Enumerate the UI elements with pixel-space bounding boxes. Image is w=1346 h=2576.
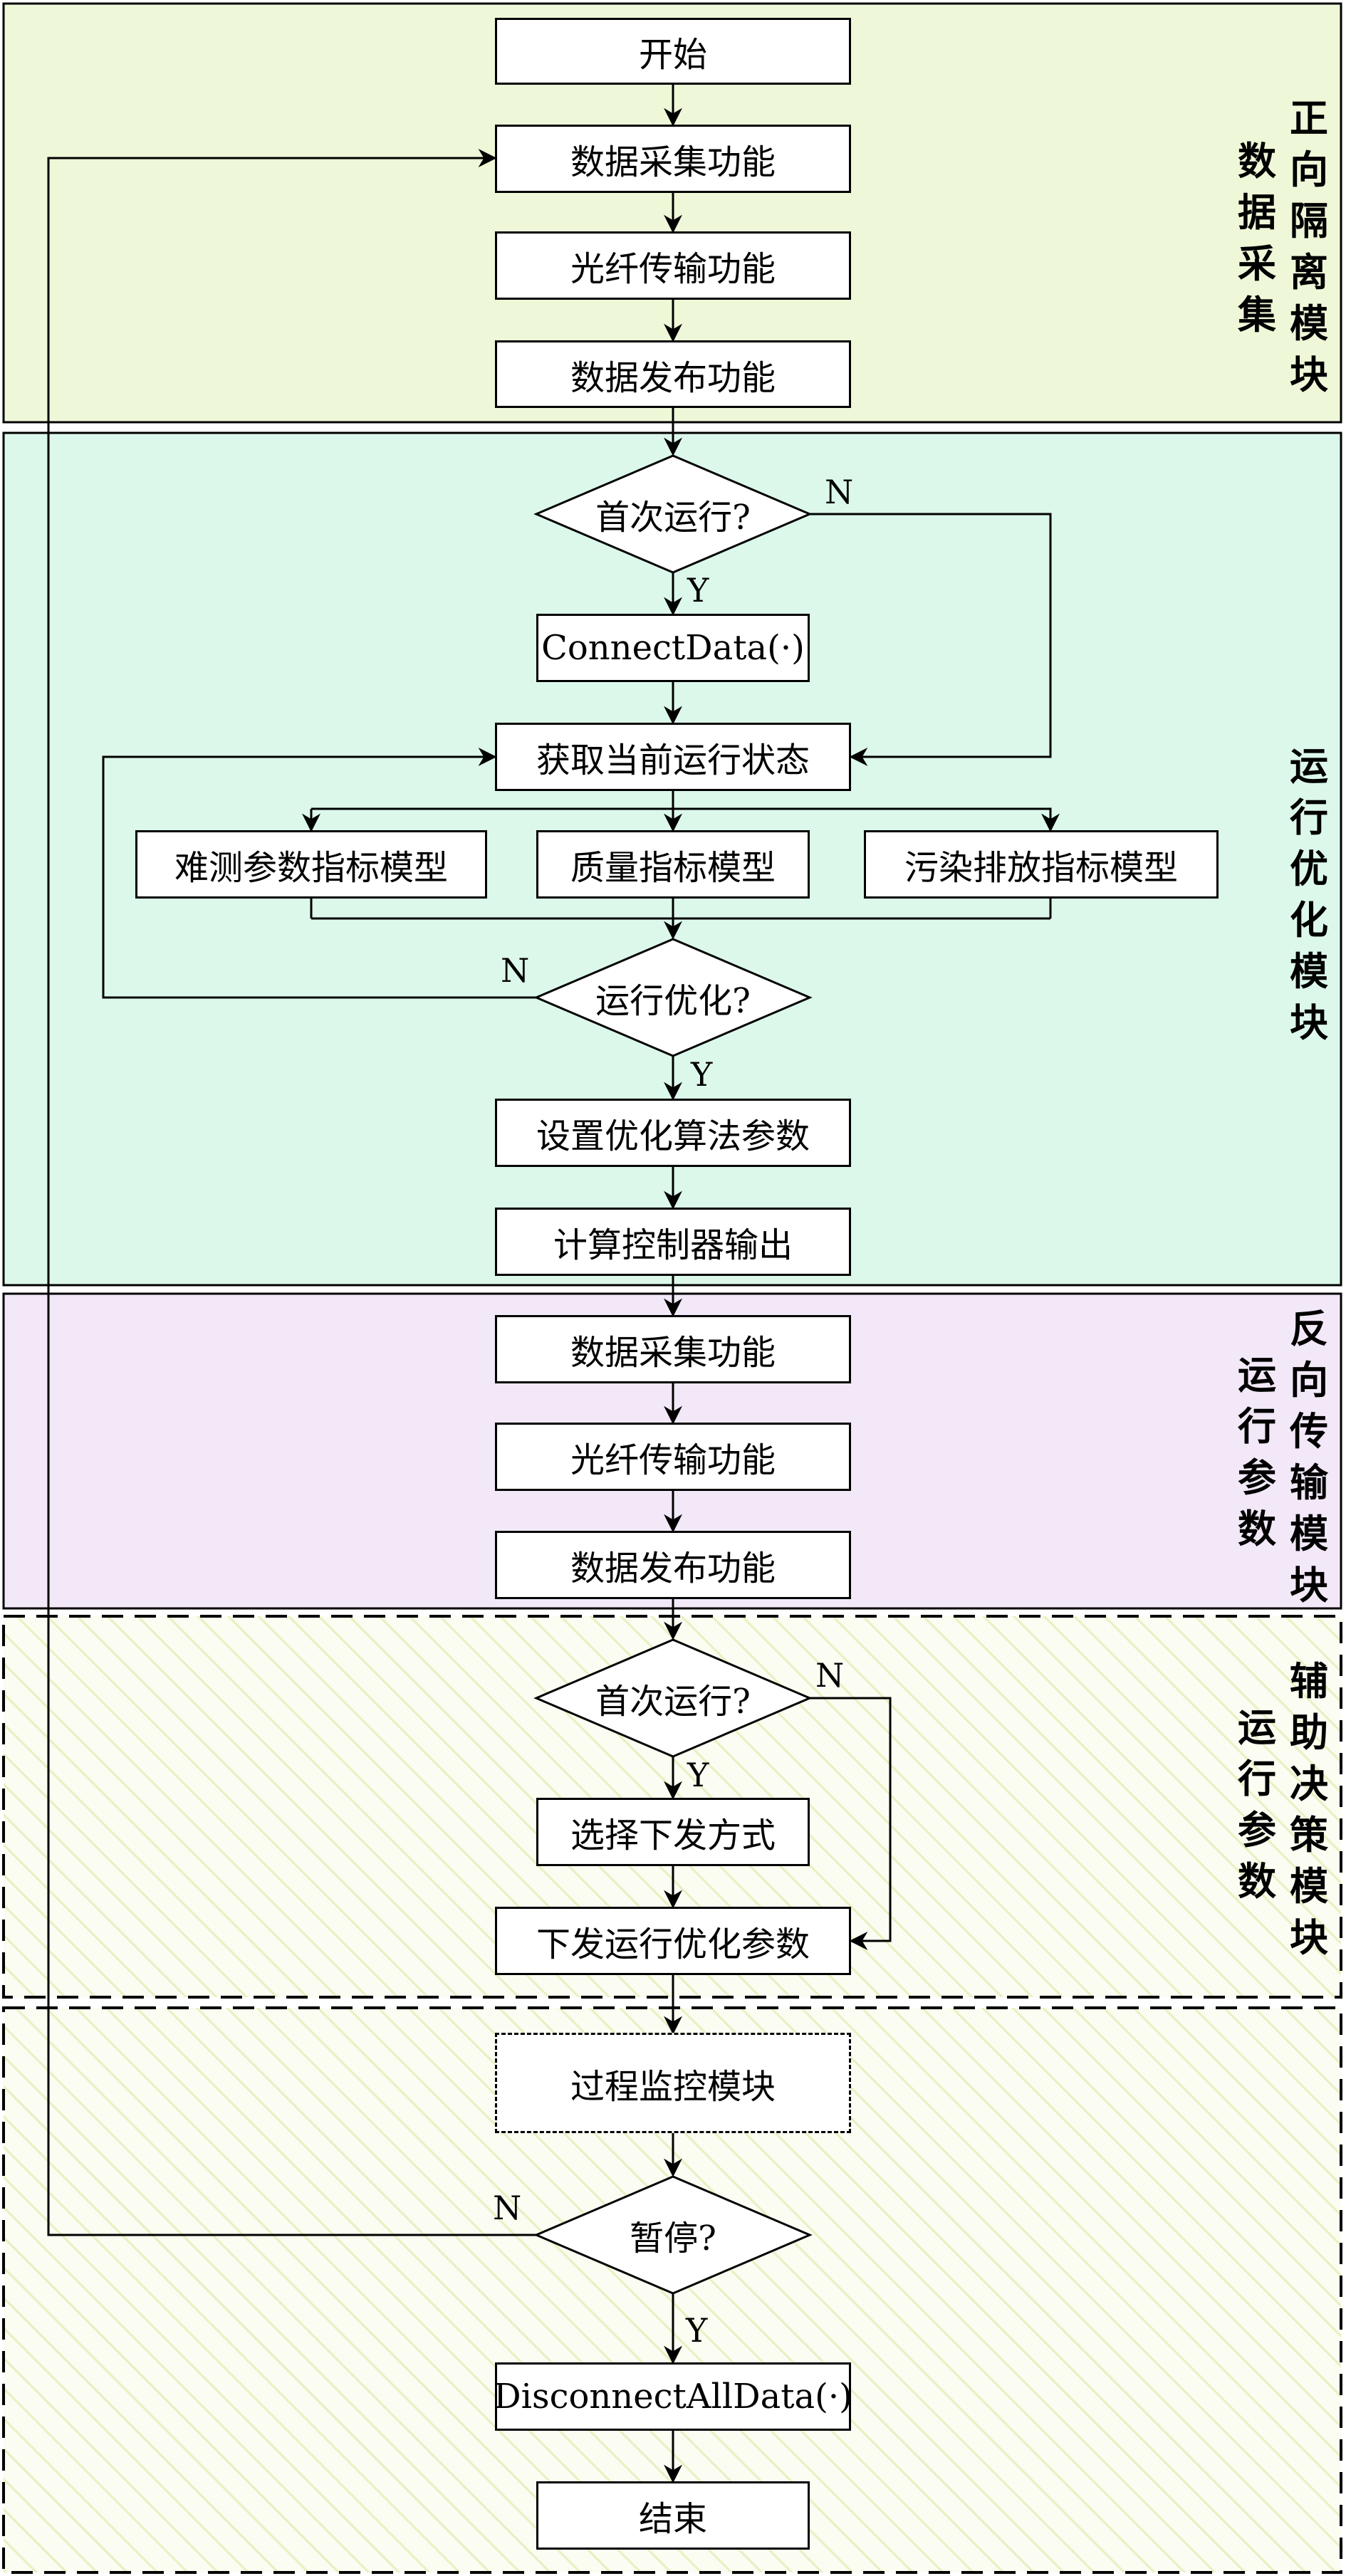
process-monitoring-node: 过程监控模块 xyxy=(495,2033,851,2133)
title-char: 运 xyxy=(1290,743,1328,789)
title-char: 块 xyxy=(1290,1562,1328,1608)
pause-text: 暂停? xyxy=(630,2219,716,2258)
compute-controller-output-node: 计算控制器输出 xyxy=(495,1208,851,1276)
title-char: 参 xyxy=(1238,1455,1276,1500)
title-char: 行 xyxy=(1290,795,1328,840)
section-title-run-optimization: 运行优化模块 xyxy=(1288,740,1330,1048)
title-char: 数 xyxy=(1238,1506,1276,1551)
title-char: 化 xyxy=(1290,897,1328,943)
yes-label-pause: Y xyxy=(686,2311,708,2350)
title-char: 策 xyxy=(1290,1812,1328,1858)
fiber-transmission-node-2: 光纤传输功能 xyxy=(495,1423,851,1491)
section-subtitle-run-params-2: 运行参数 xyxy=(1236,1702,1278,1907)
no-label-first-run-2: N xyxy=(815,1656,845,1695)
first-run-text-2: 首次运行? xyxy=(595,1682,751,1722)
choose-dispatch-mode-node: 选择下发方式 xyxy=(536,1798,810,1866)
hard-to-measure-model-node: 难测参数指标模型 xyxy=(135,830,487,899)
section-title-forward-isolation: 正向隔离模块 xyxy=(1288,93,1330,400)
emission-model-node: 污染排放指标模型 xyxy=(864,830,1219,899)
title-char: 输 xyxy=(1290,1460,1328,1505)
run-optimize-text: 运行优化? xyxy=(595,981,751,1021)
title-char: 据 xyxy=(1238,189,1276,235)
title-char: 向 xyxy=(1290,147,1328,192)
dispatch-optimization-params-node: 下发运行优化参数 xyxy=(495,1907,851,1975)
title-char: 行 xyxy=(1238,1403,1276,1449)
title-char: 优 xyxy=(1290,846,1328,891)
first-run-text-1: 首次运行? xyxy=(595,498,751,538)
section-title-decision-support: 辅助决策模块 xyxy=(1288,1655,1330,1963)
section-title-reverse-transmission: 反向传输模块 xyxy=(1288,1303,1330,1611)
yes-label-run-optimize: Y xyxy=(691,1055,713,1094)
section-subtitle-run-params-1: 运行参数 xyxy=(1236,1349,1278,1554)
no-label-pause: N xyxy=(493,2189,522,2227)
quality-model-node: 质量指标模型 xyxy=(536,830,810,899)
title-char: 模 xyxy=(1290,1863,1328,1909)
title-char: 块 xyxy=(1290,1915,1328,1960)
title-char: 助 xyxy=(1290,1710,1328,1755)
title-char: 辅 xyxy=(1290,1658,1328,1704)
title-char: 模 xyxy=(1290,1511,1328,1556)
title-char: 模 xyxy=(1290,300,1328,346)
set-algorithm-params-node: 设置优化算法参数 xyxy=(495,1099,851,1167)
title-char: 传 xyxy=(1290,1408,1328,1454)
data-collection-node-2: 数据采集功能 xyxy=(495,1315,851,1383)
title-char: 集 xyxy=(1238,292,1276,337)
title-char: 运 xyxy=(1238,1705,1276,1750)
fiber-transmission-node-1: 光纤传输功能 xyxy=(495,231,851,300)
yes-label-first-run-1: Y xyxy=(687,571,709,609)
no-label-run-optimize: N xyxy=(501,951,530,990)
title-char: 运 xyxy=(1238,1352,1276,1398)
disconnect-all-data-node: DisconnectAllData(·) xyxy=(494,2362,852,2431)
title-char: 正 xyxy=(1290,95,1328,141)
data-publish-node-1: 数据发布功能 xyxy=(495,340,851,408)
data-publish-node-2: 数据发布功能 xyxy=(495,1531,851,1599)
start-node: 开始 xyxy=(495,18,851,85)
yes-label-first-run-2: Y xyxy=(687,1756,709,1794)
end-node: 结束 xyxy=(536,2481,810,2550)
title-char: 数 xyxy=(1238,1858,1276,1904)
title-char: 决 xyxy=(1290,1761,1328,1806)
data-collection-node-1: 数据采集功能 xyxy=(495,125,851,193)
title-char: 反 xyxy=(1290,1306,1328,1351)
title-char: 数 xyxy=(1238,138,1276,184)
connectors xyxy=(47,83,1060,2483)
title-char: 采 xyxy=(1238,241,1276,286)
no-label-first-run-1: N xyxy=(825,473,854,511)
title-char: 参 xyxy=(1238,1807,1276,1853)
title-char: 向 xyxy=(1290,1357,1328,1403)
title-char: 模 xyxy=(1290,948,1328,994)
title-char: 隔 xyxy=(1290,198,1328,244)
title-char: 行 xyxy=(1238,1756,1276,1801)
section-subtitle-data-collection: 数据采集 xyxy=(1236,135,1278,340)
connect-data-node: ConnectData(·) xyxy=(536,614,810,682)
title-char: 块 xyxy=(1290,1000,1328,1045)
title-char: 块 xyxy=(1290,352,1328,397)
title-char: 离 xyxy=(1290,249,1328,295)
get-current-state-node: 获取当前运行状态 xyxy=(495,723,851,791)
